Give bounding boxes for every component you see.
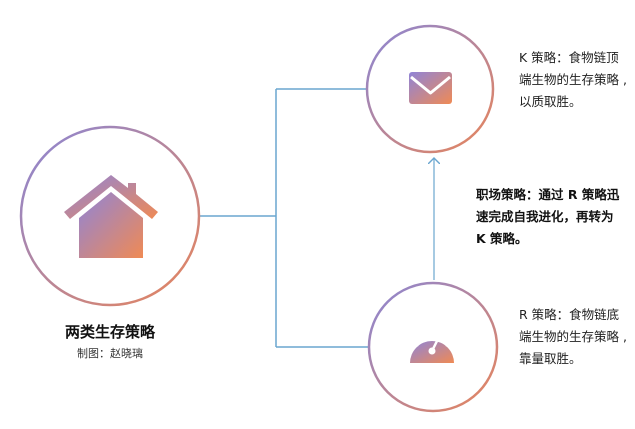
main-node-title: 两类生存策略	[64, 323, 155, 341]
speedometer-icon	[410, 331, 454, 363]
r-strategy-description: R 策略：食物链底端生物的生存策略 ,靠量取胜。	[519, 307, 627, 366]
k-strategy-description: K 策略：食物链顶端生物的生存策略 ,以质取胜。	[519, 50, 627, 109]
mail-icon	[409, 72, 452, 104]
home-icon	[64, 175, 158, 258]
transition-description: 职场策略：通过 R 策略迅速完成自我进化，再转为 K 策略。	[476, 187, 620, 246]
main-node-credit: 制图：赵晓璃	[77, 347, 143, 360]
connector-lines	[200, 88, 368, 348]
